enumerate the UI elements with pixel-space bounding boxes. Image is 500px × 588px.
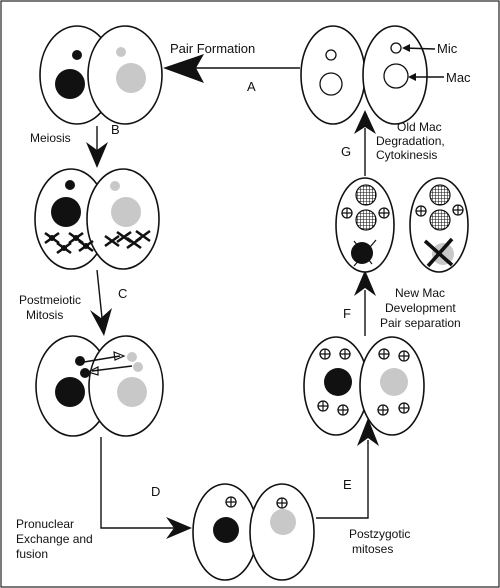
mac-dark (324, 368, 352, 396)
mac-light (270, 509, 296, 535)
new-mac-hatched (429, 209, 451, 231)
mic-light (133, 362, 143, 372)
new-mac-hatched (429, 184, 451, 206)
meiotic-products-dark (43, 231, 95, 255)
mac-pointer-head (408, 73, 416, 81)
mic-light (116, 47, 126, 57)
mic-open (325, 49, 337, 61)
degradation-cross (423, 237, 454, 268)
exchange-arrow (83, 355, 121, 363)
mac-open (383, 63, 409, 89)
mac-light (116, 63, 146, 93)
pair-formation-label: Pair Formation (170, 41, 255, 56)
degradation-cross (353, 239, 377, 267)
arrow-d-shaft (100, 437, 175, 529)
mac-dark (213, 517, 239, 543)
arrow-b-head (86, 142, 108, 168)
arrow-e-head (357, 418, 379, 446)
mic-plus (378, 207, 390, 219)
arrow-c-shaft (96, 269, 103, 319)
step-letter-c: C (118, 286, 127, 301)
step-letter-a: A (247, 79, 256, 94)
mic-pointer-head (402, 44, 410, 52)
mic-light (127, 352, 137, 362)
step-letter-e: E (343, 477, 352, 492)
stage-pair-5 (303, 336, 425, 436)
arrow-g-head (354, 110, 376, 134)
arrow-a-head (163, 54, 204, 83)
step-letter-g: G (341, 144, 351, 159)
arrow-e-shaft (316, 440, 369, 519)
mac-open (319, 72, 343, 96)
exchange-arrow (91, 365, 133, 372)
new-mac-label-3: Pair separation (380, 316, 461, 330)
zygotic-nucleus (276, 497, 288, 509)
stage-pair-4 (192, 483, 315, 581)
postmeiotic-label-2: Mitosis (26, 308, 63, 322)
mic-plus (341, 207, 353, 219)
exchange-arrow-head (86, 366, 99, 376)
stage-pair-8 (300, 25, 428, 125)
mic-dark (80, 368, 90, 378)
arrow-c-head (90, 308, 112, 336)
step-letter-f: F (343, 306, 351, 321)
stage-pair-2 (34, 168, 160, 270)
step-letter-d: D (151, 484, 160, 499)
arrow-f-head (354, 270, 376, 296)
new-mac-hatched (355, 209, 377, 231)
mic-light (110, 181, 120, 191)
mic-dark (65, 180, 75, 190)
exchange-arrow-head (113, 351, 126, 361)
postzygotic-label-2: mitoses (352, 542, 393, 556)
mic-open (390, 42, 402, 54)
postzygotic-label-1: Postzygotic (349, 527, 410, 541)
new-mac-hatched (355, 184, 377, 206)
new-mac-label-1: New Mac (395, 286, 445, 300)
mac-label: Mac (446, 70, 471, 85)
mac-light (117, 377, 147, 407)
mac-light (380, 368, 408, 396)
zygotic-nucleus (225, 496, 237, 508)
meiosis-label: Meiosis (30, 131, 71, 145)
mic-dark (72, 50, 82, 60)
pronuclear-label-3: fusion (16, 547, 48, 561)
mac-dark (55, 377, 85, 407)
mic-label: Mic (437, 41, 458, 56)
step-letter-b: B (111, 122, 120, 137)
mac-light (111, 197, 141, 227)
stage-pair-3 (35, 335, 164, 437)
mac-dark (51, 197, 81, 227)
old-mac-label-3: Cytokinesis (376, 148, 437, 162)
mac-dark (55, 69, 85, 99)
mic-plus (452, 204, 464, 216)
stage-pair-1 (39, 25, 163, 125)
old-mac-label-2: Degradation, (376, 134, 445, 148)
degradation-cross (353, 240, 373, 265)
arrow-d-head (166, 517, 192, 539)
old-mac-label-1: Old Mac (397, 120, 442, 134)
postmeiotic-label-1: Postmeiotic (19, 293, 81, 307)
mic-dark (75, 356, 85, 366)
new-mac-label-2: Development (385, 301, 456, 315)
pronuclear-label-1: Pronuclear (16, 517, 74, 531)
mic-plus (415, 205, 427, 217)
pronuclear-label-2: Exchange and (16, 532, 93, 546)
stage-pair-6 (335, 177, 469, 273)
